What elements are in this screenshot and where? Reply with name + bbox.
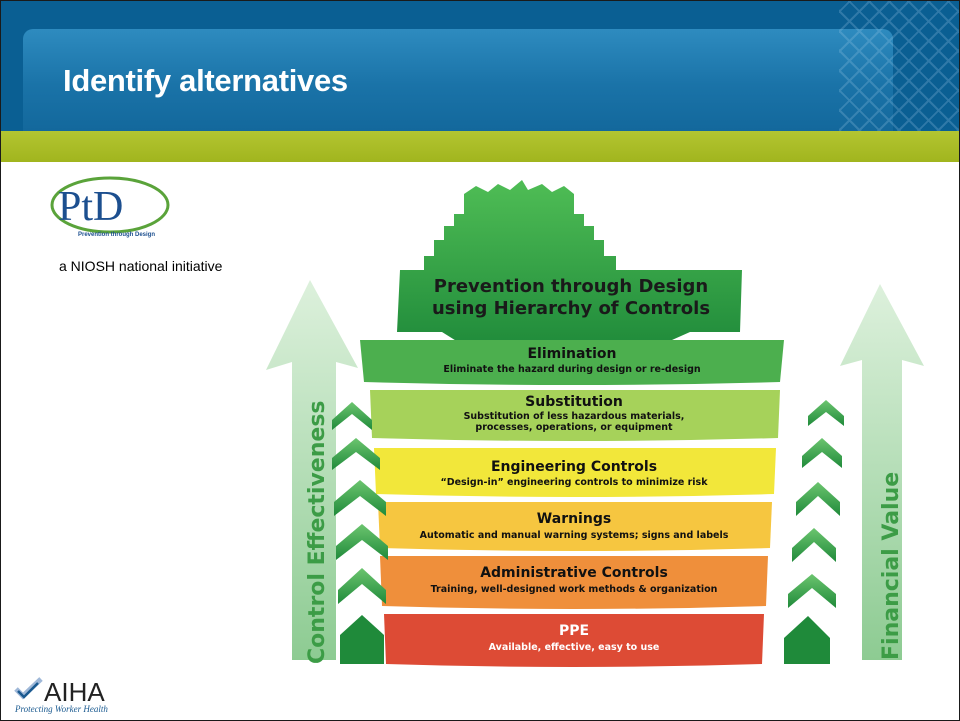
diagram-top-banner: [397, 180, 742, 350]
level-warnings-desc: Automatic and manual warning systems; si…: [420, 530, 729, 541]
level-engineering-controls: Engineering Controls “Design-in” enginee…: [374, 448, 776, 497]
control-effectiveness-label: Control Effectiveness: [305, 400, 330, 664]
level-elimination: Elimination Eliminate the hazard during …: [360, 340, 784, 385]
level-substitution-desc1: Substitution of less hazardous materials…: [464, 411, 685, 422]
aiha-check-icon: [14, 677, 43, 700]
level-engineering-desc: “Design-in” engineering controls to mini…: [440, 477, 708, 488]
slide-header: Identify alternatives: [1, 1, 959, 131]
ptd-logo-text: PtD: [58, 184, 123, 230]
level-substitution-desc2: processes, operations, or equipment: [475, 422, 673, 433]
aiha-logo: AIHA Protecting Worker Health: [14, 675, 154, 719]
level-administrative-desc: Training, well-designed work methods & o…: [431, 584, 718, 595]
diagram-title-line1: Prevention through Design: [434, 276, 708, 297]
control-effectiveness-arrow: Control Effectiveness: [266, 280, 388, 664]
ptd-logo-ring: [50, 176, 170, 234]
ptd-logo-tagline: Prevention through Design: [78, 232, 155, 238]
financial-value-label: Financial Value: [879, 472, 904, 660]
level-ppe: PPE Available, effective, easy to use: [384, 614, 764, 667]
level-ppe-desc: Available, effective, easy to use: [489, 642, 660, 653]
financial-value-arrow: Financial Value: [784, 284, 924, 664]
header-panel: [23, 29, 893, 131]
level-warnings: Warnings Automatic and manual warning sy…: [378, 502, 772, 551]
header-pattern: [839, 1, 959, 131]
ptd-caption: a NIOSH national initiative: [59, 258, 223, 274]
level-substitution-name: Substitution: [525, 394, 623, 410]
level-substitution: Substitution Substitution of less hazard…: [370, 390, 780, 441]
accent-band: [1, 131, 959, 162]
level-administrative-controls: Administrative Controls Training, well-d…: [380, 556, 768, 609]
aiha-logo-text: AIHA: [44, 677, 105, 707]
ptd-logo: PtD Prevention through Design: [50, 176, 170, 238]
level-administrative-name: Administrative Controls: [480, 565, 668, 581]
level-warnings-name: Warnings: [537, 511, 611, 527]
level-ppe-name: PPE: [559, 623, 589, 639]
slide-title: Identify alternatives: [63, 63, 348, 98]
level-engineering-name: Engineering Controls: [491, 459, 657, 475]
aiha-logo-tagline: Protecting Worker Health: [15, 704, 108, 714]
hierarchy-diagram: Prevention through Design using Hierarch…: [266, 180, 924, 667]
diagram-title-line2: using Hierarchy of Controls: [432, 298, 710, 319]
level-elimination-name: Elimination: [527, 346, 616, 362]
level-elimination-desc: Eliminate the hazard during design or re…: [443, 364, 701, 375]
